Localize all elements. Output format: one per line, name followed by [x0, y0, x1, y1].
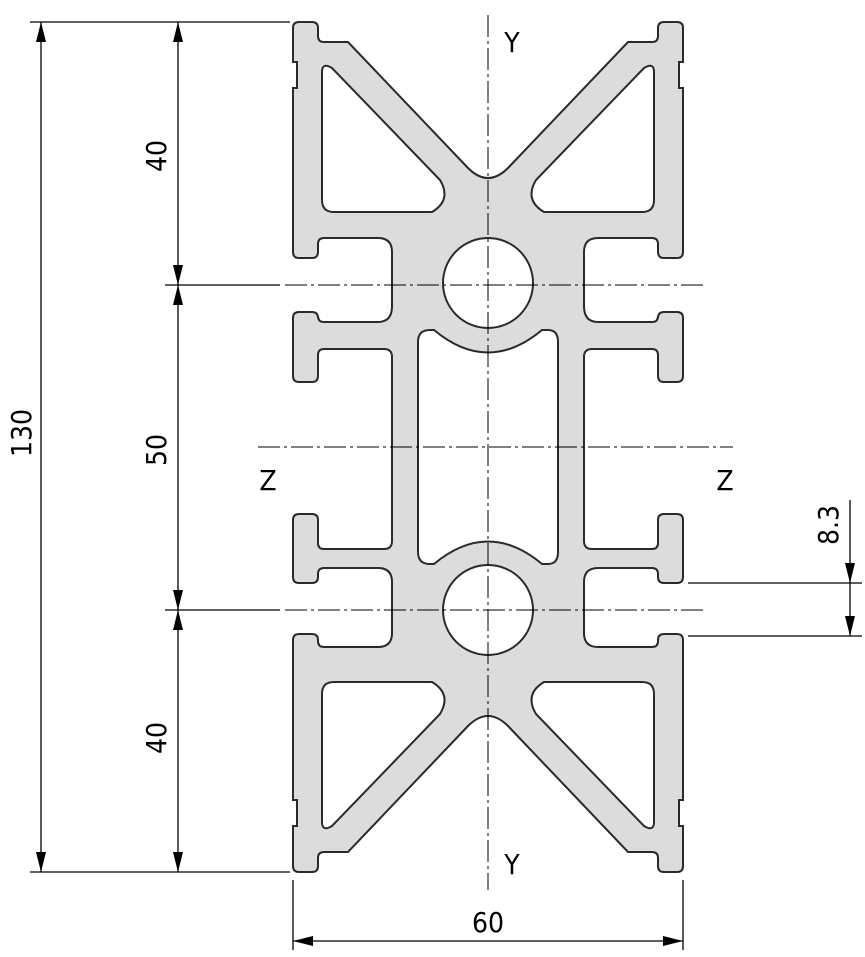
- arrow-sec2-top: [173, 285, 183, 305]
- label-slot-width: 8.3: [812, 505, 845, 545]
- arrow-sec1-bottom: [173, 265, 183, 285]
- cavity-top-left: [321, 64, 446, 213]
- arrow-overall-bottom: [36, 852, 46, 872]
- cavity-bottom-left: [321, 681, 446, 830]
- axis-label-y-top: Y: [503, 26, 520, 59]
- arrow-width-left: [293, 936, 313, 946]
- cavity-top-right: [530, 64, 655, 213]
- axis-label-z-left: Z: [259, 464, 276, 497]
- label-overall-height: 130: [5, 409, 38, 457]
- arrow-sec3-top: [173, 610, 183, 630]
- arrow-sec3-bottom: [173, 852, 183, 872]
- arrow-sec2-bottom: [173, 590, 183, 610]
- axis-label-z-right: Z: [716, 464, 733, 497]
- arrow-sec1-top: [173, 22, 183, 42]
- arrow-overall-top: [36, 22, 46, 42]
- label-middle-section: 50: [140, 434, 173, 466]
- arrow-slot-bottom: [845, 616, 855, 636]
- axis-label-y-bottom: Y: [503, 848, 520, 881]
- label-width: 60: [472, 906, 504, 939]
- arrow-slot-top: [845, 563, 855, 583]
- cavity-bottom-right: [530, 681, 655, 830]
- label-top-section: 40: [140, 140, 173, 172]
- label-bottom-section: 40: [140, 722, 173, 754]
- arrow-width-right: [663, 936, 683, 946]
